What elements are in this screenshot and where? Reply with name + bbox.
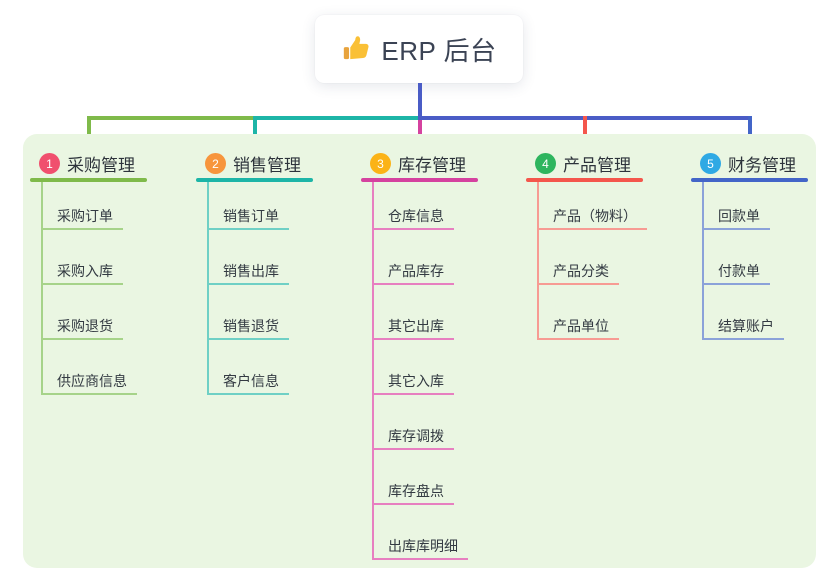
branch-underline: [526, 178, 643, 182]
child-node[interactable]: 出库库明细: [372, 534, 468, 560]
child-node[interactable]: 客户信息: [207, 369, 289, 395]
branch-child-rail: [702, 182, 704, 340]
branch-child-rail: [372, 182, 374, 560]
branch-node-1[interactable]: 1 采购管理: [30, 151, 147, 176]
root-connector-stem: [417, 83, 422, 116]
branch-underline: [196, 178, 313, 182]
branch-node-2[interactable]: 2 销售管理: [196, 151, 313, 176]
branch-number-badge: 1: [39, 153, 60, 174]
child-node[interactable]: 其它入库: [372, 369, 454, 395]
connector-drop-branch-4: [582, 116, 587, 148]
branch-node-label: 库存管理: [398, 156, 466, 175]
branch-node-3[interactable]: 3 库存管理: [361, 151, 478, 176]
branch-child-rail: [537, 182, 539, 340]
child-node[interactable]: 销售出库: [207, 259, 289, 285]
connector-drop-branch-2: [252, 116, 257, 148]
connector-drop-branch-5: [747, 116, 752, 148]
child-node[interactable]: 结算账户: [702, 314, 784, 340]
child-node[interactable]: 付款单: [702, 259, 770, 285]
branch-node-label: 采购管理: [67, 156, 135, 175]
child-node[interactable]: 产品单位: [537, 314, 619, 340]
branch-node-5[interactable]: 5 财务管理: [691, 151, 808, 176]
child-node[interactable]: 回款单: [702, 204, 770, 230]
connector-drop-branch-1: [86, 116, 91, 148]
branch-node-label: 财务管理: [728, 156, 796, 175]
child-node[interactable]: 采购入库: [41, 259, 123, 285]
branch-child-rail: [41, 182, 43, 395]
child-node[interactable]: 产品分类: [537, 259, 619, 285]
branch-number-badge: 3: [370, 153, 391, 174]
child-node[interactable]: 产品（物料）: [537, 204, 647, 230]
branches-panel: [23, 134, 816, 568]
branch-underline: [691, 178, 808, 182]
child-node[interactable]: 仓库信息: [372, 204, 454, 230]
connector-bus-teal: [252, 116, 420, 120]
connector-bus-green: [86, 116, 257, 120]
child-node[interactable]: 销售订单: [207, 204, 289, 230]
branch-underline: [361, 178, 478, 182]
child-node[interactable]: 产品库存: [372, 259, 454, 285]
child-node[interactable]: 库存盘点: [372, 479, 454, 505]
child-node[interactable]: 销售退货: [207, 314, 289, 340]
child-node[interactable]: 其它出库: [372, 314, 454, 340]
child-node[interactable]: 采购退货: [41, 314, 123, 340]
branch-node-label: 产品管理: [563, 156, 631, 175]
branch-number-badge: 2: [205, 153, 226, 174]
branch-underline: [30, 178, 147, 182]
child-node[interactable]: 库存调拨: [372, 424, 454, 450]
branch-node-label: 销售管理: [233, 156, 301, 175]
branch-node-4[interactable]: 4 产品管理: [526, 151, 643, 176]
branch-number-badge: 4: [535, 153, 556, 174]
branch-child-rail: [207, 182, 209, 395]
thumbs-up-icon: [341, 35, 370, 64]
branch-number-badge: 5: [700, 153, 721, 174]
root-node-label: ERP 后台: [381, 35, 497, 66]
child-node[interactable]: 采购订单: [41, 204, 123, 230]
root-node[interactable]: ERP 后台: [315, 15, 523, 83]
child-node[interactable]: 供应商信息: [41, 369, 137, 395]
